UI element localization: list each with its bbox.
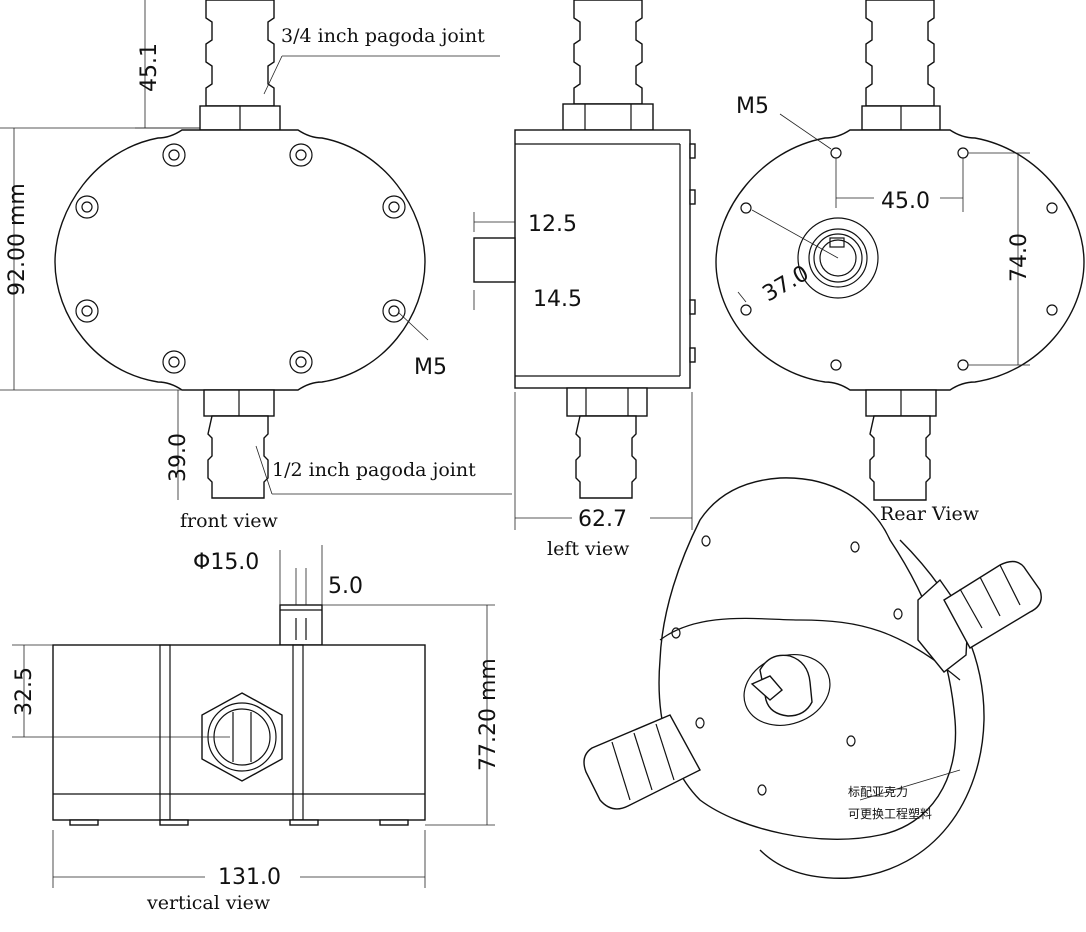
left-dim-b: 14.5 — [533, 287, 582, 312]
rear-body — [715, 129, 1085, 391]
vertical-dim-port-height: 32.5 — [12, 667, 37, 716]
iso-note-line2: 可更换工程塑料 — [848, 806, 932, 821]
vertical-view: Φ15.0 5.0 32.5 77.20 mm 131.0 vertical v… — [12, 545, 501, 914]
front-dim-body: 92.00 mm — [5, 183, 30, 296]
vertical-dim-total-height: 77.20 mm — [476, 658, 501, 771]
rear-thread-label: M5 — [736, 94, 769, 119]
rear-view: M5 45.0 74.0 37.0 Rear View — [715, 0, 1085, 525]
vertical-view-title: vertical view — [146, 892, 271, 914]
front-view-title: front view — [180, 510, 279, 532]
front-view: 45.1 92.00 mm 39.0 M5 3/4 inch pagoda jo… — [0, 0, 512, 532]
rear-top-fitting — [865, 0, 935, 107]
rear-view-title: Rear View — [880, 503, 980, 525]
rear-holes — [740, 147, 1058, 371]
left-view: 12.5 14.5 62.7 left view — [473, 0, 696, 560]
front-bottom-joint-label: 1/2 inch pagoda joint — [272, 459, 476, 481]
left-body — [514, 129, 691, 389]
vertical-dim-port-diameter: Φ15.0 — [193, 550, 259, 575]
left-dim-a: 12.5 — [528, 212, 577, 237]
front-top-fitting — [199, 0, 281, 131]
front-dim-top: 45.1 — [137, 43, 162, 92]
front-bottom-fitting — [203, 389, 275, 499]
iso-holes — [671, 535, 903, 796]
front-dim-bottom: 39.0 — [166, 433, 191, 482]
front-top-joint-label: 3/4 inch pagoda joint — [281, 25, 485, 47]
rear-dim-height: 74.0 — [1007, 233, 1032, 282]
rear-port-outer — [797, 217, 879, 299]
iso-view: 标配亚克力 可更换工程塑料 — [583, 477, 1042, 879]
left-view-title: left view — [547, 538, 630, 560]
iso-note-line1: 标配亚克力 — [848, 785, 908, 799]
left-port — [473, 237, 516, 283]
iso-left-fitting — [583, 714, 701, 810]
iso-right-fitting — [917, 560, 1042, 673]
rear-bottom-fitting — [869, 415, 931, 501]
iso-body — [658, 477, 957, 840]
vertical-dim-port-width: 5.0 — [328, 574, 363, 599]
left-top-fitting — [573, 0, 643, 105]
front-thread-label: M5 — [414, 355, 447, 380]
vertical-port-stub — [279, 604, 323, 646]
front-body — [54, 129, 426, 391]
left-dim-width: 62.7 — [578, 507, 627, 532]
left-bottom-fitting — [575, 415, 637, 499]
rear-dim-spacing: 45.0 — [881, 189, 930, 214]
vertical-hex-port — [201, 692, 283, 782]
front-screws — [75, 143, 406, 374]
vertical-dim-length: 131.0 — [218, 865, 281, 890]
